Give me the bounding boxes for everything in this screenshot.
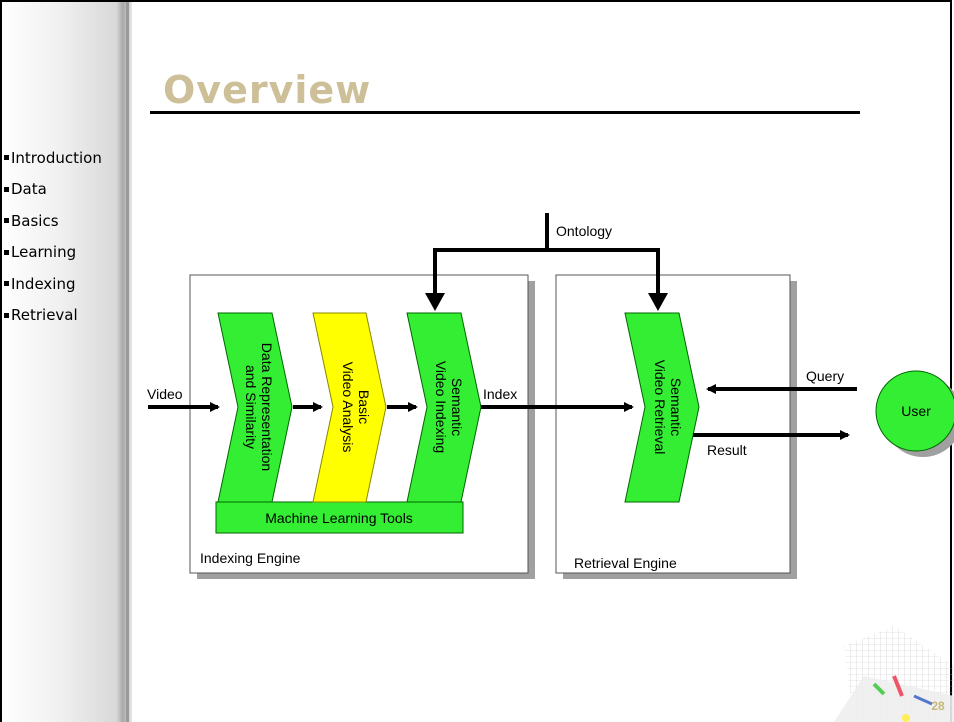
yellow-dot-icon [902,714,910,722]
stage-basic-analysis-line2: Video Analysis [340,362,356,453]
retrieval-engine-label: Retrieval Engine [574,555,677,571]
user-label: User [901,403,931,419]
stage-semantic-indexing-line1: Semantic [449,378,465,436]
video-label: Video [147,386,183,402]
corner-decoration-icon: 28 [814,626,954,722]
index-label: Index [483,386,517,402]
stage-semantic-retrieval-line2: Video Retrieval [652,360,668,455]
indexing-engine-label: Indexing Engine [200,550,301,566]
stage-data-representation-line1: Data Representation [259,343,275,471]
ontology-label: Ontology [556,223,612,239]
result-label: Result [707,442,747,458]
stage-semantic-retrieval-line1: Semantic [668,378,684,436]
query-label: Query [806,368,844,384]
stage-semantic-indexing-line2: Video Indexing [433,361,449,453]
page-number: 28 [931,699,945,713]
stage-data-representation-line2: and Similarity [243,365,259,449]
stage-basic-analysis-line1: Basic [356,390,372,424]
ml-tools-label: Machine Learning Tools [265,510,413,526]
